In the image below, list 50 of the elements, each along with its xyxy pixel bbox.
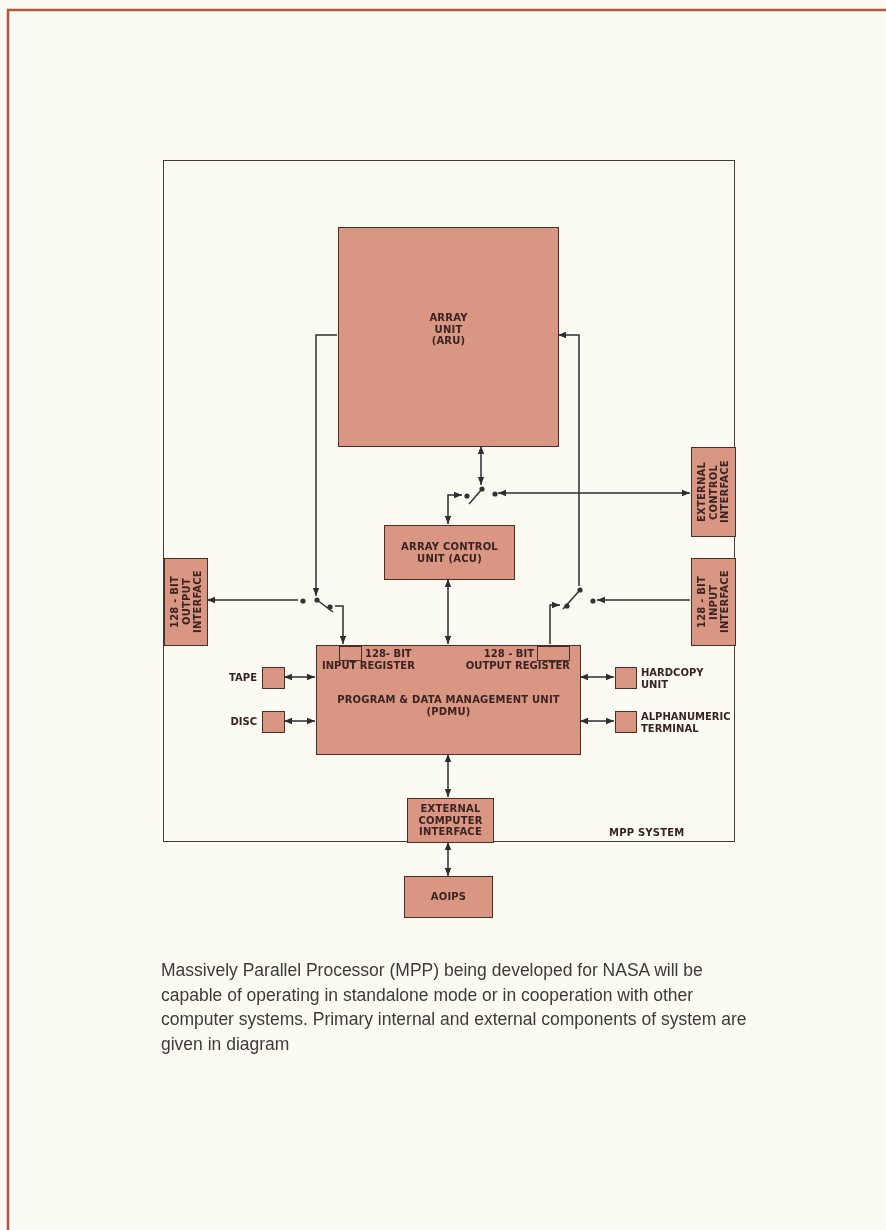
process-box (316, 645, 581, 755)
arrow (596, 596, 691, 604)
box-label: MPP SYSTEM (609, 826, 685, 838)
arrow (283, 717, 316, 725)
process-box (338, 227, 559, 447)
switch-symbol (299, 597, 336, 613)
arrow (444, 753, 452, 798)
arrow (549, 601, 561, 645)
arrow (312, 334, 338, 597)
box-label: DISC (229, 716, 257, 728)
system-frame (163, 160, 735, 842)
switch-symbol (561, 587, 598, 611)
small-box (339, 646, 362, 661)
arrow (283, 673, 316, 681)
small-box (615, 711, 637, 733)
process-box (384, 525, 515, 580)
arrow (444, 491, 463, 525)
small-box (262, 667, 285, 689)
switch-symbol (463, 486, 499, 506)
arrow (444, 841, 452, 877)
box-label: TAPE (228, 672, 257, 684)
small-box (615, 667, 637, 689)
process-box (407, 798, 494, 843)
box-label: 128- BIT INPUT REGISTER (322, 648, 416, 671)
box-label: AOIPS (430, 891, 467, 903)
box-label: ALPHANUMERIC TERMINAL (641, 711, 732, 734)
box-label: EXTERNAL COMPUTER INTERFACE (417, 803, 484, 838)
box-label: HARDCOPY UNIT (641, 667, 705, 690)
process-box (691, 447, 736, 537)
arrow (579, 673, 615, 681)
box-label: EXTERNAL CONTROL INTERFACE (696, 459, 731, 526)
process-box (404, 876, 493, 918)
small-box (262, 711, 285, 733)
arrow (334, 605, 347, 645)
small-box (537, 646, 570, 661)
box-label: 128 - BIT OUTPUT REGISTER (464, 648, 570, 671)
box-label: PROGRAM & DATA MANAGEMENT UNIT (PDMU) (337, 694, 560, 717)
arrow (497, 489, 691, 497)
box-label: 128 - BIT OUTPUT INTERFACE (168, 569, 204, 636)
arrow (579, 717, 615, 725)
process-box (691, 558, 736, 646)
arrow (444, 578, 452, 645)
caption: Massively Parallel Processor (MPP) being developed for NASA will be capable of operating in standalone mode or in cooperation with other computer systems. Primary internal and external components of system are given in diagram (161, 959, 748, 1056)
box-label: ARRAY UNIT (ARU) (428, 312, 469, 347)
process-box (164, 558, 208, 646)
arrow (477, 445, 485, 486)
box-label: ARRAY CONTROL UNIT (ACU) (400, 541, 499, 564)
box-label: 128 - BIT INPUT INTERFACE (696, 569, 731, 636)
arrow (557, 331, 580, 587)
arrow (206, 596, 299, 604)
